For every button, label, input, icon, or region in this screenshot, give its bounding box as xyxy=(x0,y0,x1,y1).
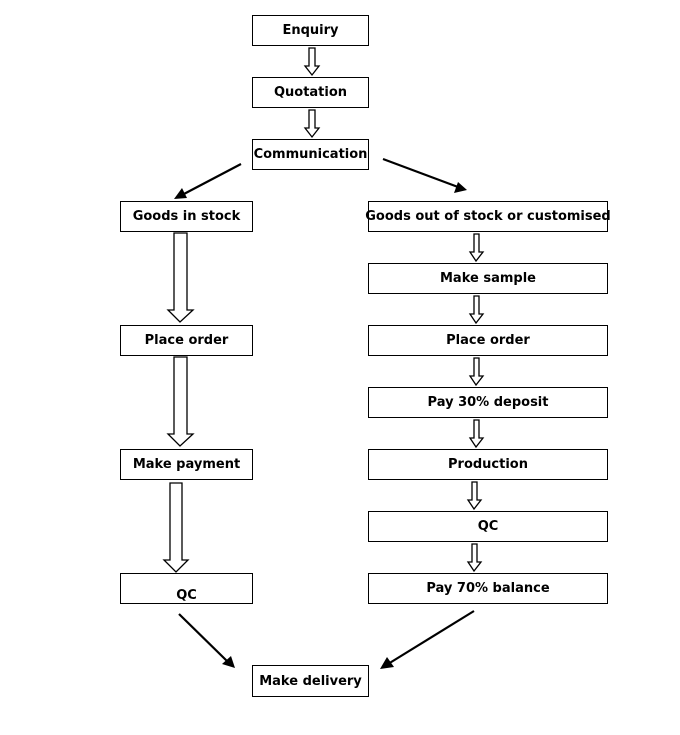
arrow-goods-out-to-make-sample xyxy=(468,233,485,263)
arrow-make-sample-to-place-order xyxy=(468,295,485,325)
node-production: Production xyxy=(368,449,608,480)
node-label: Production xyxy=(448,457,528,472)
node-label: Make delivery xyxy=(259,673,362,689)
node-label: Quotation xyxy=(273,85,348,100)
node-label: Make payment xyxy=(132,457,241,472)
node-label: Goods in stock xyxy=(132,209,241,224)
arrow-place-order-to-make-payment xyxy=(166,356,195,447)
node-label: QC xyxy=(477,519,499,534)
arrow-communication-to-goods-in-stock xyxy=(174,163,242,199)
node-label: Enquiry xyxy=(282,23,339,38)
node-label: Communication xyxy=(253,147,368,162)
node-goods-in-stock: Goods in stock xyxy=(120,201,253,232)
node-make-sample: Make sample xyxy=(368,263,608,294)
node-make-payment: Make payment xyxy=(120,449,253,480)
node-place-order-left: Place order xyxy=(120,325,253,356)
node-label: Place order xyxy=(446,333,530,348)
node-goods-out-of-stock: Goods out of stock or customised xyxy=(365,201,611,232)
node-qc-right: QC xyxy=(368,511,608,542)
arrow-qc-to-balance xyxy=(466,543,483,573)
node-label: Pay 30% deposit xyxy=(427,395,549,410)
node-enquiry: Enquiry xyxy=(252,15,369,46)
arrow-enquiry-to-quotation xyxy=(303,47,321,77)
arrow-make-payment-to-qc xyxy=(162,482,190,573)
node-label: Goods out of stock or customised xyxy=(365,209,611,224)
node-quotation: Quotation xyxy=(252,77,369,108)
arrow-deposit-to-production xyxy=(468,419,485,449)
node-label: Make sample xyxy=(440,271,536,286)
arrow-production-to-qc xyxy=(466,481,483,511)
node-label: QC xyxy=(176,588,197,603)
arrow-communication-to-goods-out-of-stock xyxy=(382,157,467,193)
arrow-balance-to-delivery xyxy=(380,610,475,669)
arrow-place-order-to-deposit xyxy=(468,357,485,387)
node-pay-balance: Pay 70% balance xyxy=(368,573,608,604)
node-place-order-right: Place order xyxy=(368,325,608,356)
arrow-quotation-to-communication xyxy=(303,109,321,139)
node-qc-left: QC xyxy=(120,573,253,604)
node-communication: Communication xyxy=(252,139,369,170)
arrow-goods-in-stock-to-place-order xyxy=(166,232,195,323)
node-label: Pay 70% balance xyxy=(426,581,550,596)
arrow-qc-left-to-delivery xyxy=(178,613,235,668)
node-label: Place order xyxy=(144,333,229,348)
node-pay-deposit: Pay 30% deposit xyxy=(368,387,608,418)
node-make-delivery: Make delivery xyxy=(252,665,369,697)
